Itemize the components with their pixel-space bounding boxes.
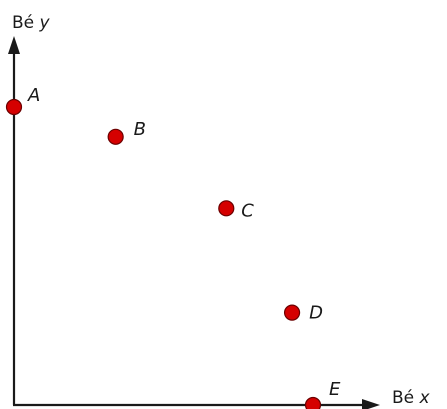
point-label-d: D	[309, 303, 323, 324]
x-axis-arrow	[362, 399, 380, 409]
y-axis-label: Bé y	[12, 13, 51, 33]
x-axis-label: Bé x	[392, 388, 431, 408]
point-label-e: E	[329, 379, 341, 400]
point-label-c: C	[241, 200, 254, 221]
point-label-b: B	[134, 119, 146, 140]
data-points: A B C D E	[5, 85, 341, 409]
point-label-a: A	[27, 85, 40, 106]
point-d	[283, 304, 301, 321]
point-c	[218, 200, 235, 217]
point-b	[107, 128, 124, 145]
y-axis-arrow	[8, 36, 20, 54]
point-e	[304, 396, 322, 409]
point-a	[5, 98, 23, 116]
